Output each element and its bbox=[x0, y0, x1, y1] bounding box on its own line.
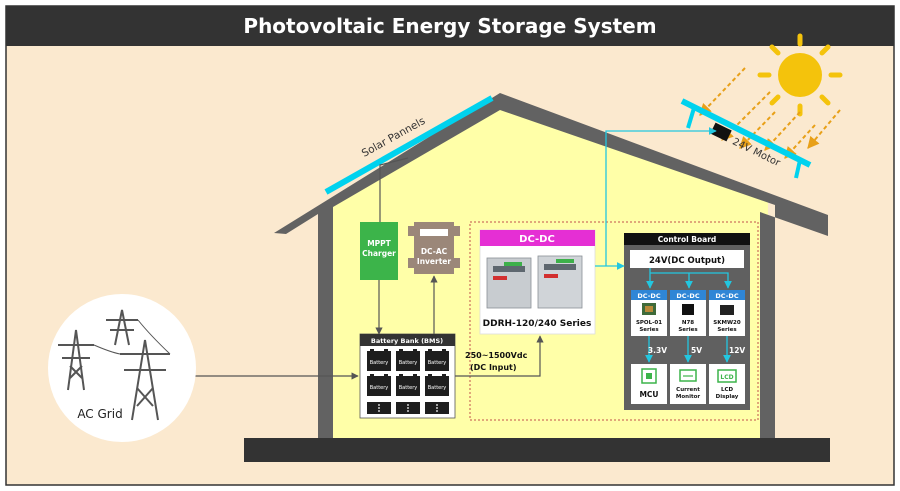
load-card bbox=[631, 364, 667, 404]
load-label: LCD bbox=[721, 387, 734, 393]
module-chip-icon bbox=[682, 304, 694, 315]
control-board-header bbox=[624, 233, 750, 245]
power-tower-icon bbox=[58, 309, 171, 421]
dcdc-modules: DC-DCSPOL-01Series3.3VMCUDC-DCN78Series5… bbox=[631, 290, 745, 404]
module-voltage-label: 3.3V bbox=[648, 346, 667, 355]
battery-cell-label: Battery bbox=[428, 385, 447, 391]
battery-cell: Battery bbox=[396, 374, 420, 396]
load-label: Current bbox=[676, 387, 700, 393]
battery-cell-label: Battery bbox=[399, 360, 418, 366]
title-bar bbox=[6, 6, 894, 46]
dc-system-boundary bbox=[469, 221, 759, 421]
page-title: Photovoltaic Energy Storage System bbox=[243, 14, 656, 38]
inverter-label-line2: Inverter bbox=[417, 257, 451, 266]
dcdc-product-image bbox=[486, 255, 583, 309]
control-board-label: Control Board bbox=[658, 235, 717, 244]
module-header bbox=[670, 290, 706, 300]
battery-cell-label: Battery bbox=[399, 385, 418, 391]
dc-input-label-line1: 250~1500Vdc bbox=[465, 351, 528, 360]
battery-cell-label: Battery bbox=[428, 360, 447, 366]
module-voltage-label: 12V bbox=[729, 346, 745, 355]
mcu-chip-icon bbox=[641, 368, 657, 384]
monitor-icon bbox=[679, 369, 697, 382]
battery-cell-label: Battery bbox=[370, 385, 389, 391]
solar-panel-right bbox=[680, 98, 812, 179]
module-header-label: DC-DC bbox=[637, 292, 660, 300]
dcdc-header-label: DC-DC bbox=[519, 234, 555, 245]
ground-base bbox=[244, 438, 830, 462]
module-name-label: N78 bbox=[682, 320, 694, 326]
wire-dcdc-output bbox=[595, 127, 732, 289]
battery-cell: Battery bbox=[396, 349, 420, 371]
module-voltage-label: 5V bbox=[691, 346, 702, 355]
solar-panel-left bbox=[324, 95, 494, 195]
dc-input-label-line2: (DC Input) bbox=[470, 363, 517, 372]
module-name-label: SKMW20 bbox=[713, 320, 741, 326]
module-name-label: Series bbox=[717, 327, 737, 333]
module-chip-icon bbox=[642, 303, 656, 315]
load-label: Display bbox=[716, 394, 739, 400]
battery-cell: Battery bbox=[425, 374, 449, 396]
module-header bbox=[631, 290, 667, 300]
dc-ac-inverter bbox=[408, 222, 460, 274]
battery-more-indicator bbox=[367, 402, 391, 414]
module-header-label: DC-DC bbox=[676, 292, 699, 300]
ac-grid-label: AC Grid bbox=[77, 407, 122, 421]
battery-bank-label: Battery Bank (BMS) bbox=[371, 337, 443, 345]
battery-cell: Battery bbox=[425, 349, 449, 371]
house-roof bbox=[274, 93, 828, 440]
load-label: MCU bbox=[639, 390, 658, 399]
module-name-label: SPOL-01 bbox=[636, 320, 662, 326]
module-header-label: DC-DC bbox=[715, 292, 738, 300]
battery-cell: Battery bbox=[367, 374, 391, 396]
dcdc-header bbox=[480, 230, 595, 246]
dc-output-label: 24V(DC Output) bbox=[649, 256, 725, 266]
module-header bbox=[709, 290, 745, 300]
inverter-label-line1: DC-AC bbox=[421, 247, 448, 256]
mppt-charger bbox=[360, 222, 398, 280]
dc-output-box bbox=[630, 250, 744, 268]
lcd-display-icon: LCD bbox=[717, 369, 737, 383]
module-name-label: Series bbox=[639, 327, 659, 333]
ac-grid-circle bbox=[48, 294, 196, 442]
wire-panel-to-mppt bbox=[379, 157, 409, 222]
load-label: Monitor bbox=[676, 394, 700, 400]
mppt-label-line1: MPPT bbox=[367, 239, 391, 248]
mppt-label-line2: Charger bbox=[362, 249, 396, 258]
battery-more-indicator bbox=[425, 402, 449, 414]
lcd-icon-glyph: LCD bbox=[720, 374, 733, 381]
wire-battery-to-dcdc bbox=[455, 335, 544, 377]
module-name-label: Series bbox=[678, 327, 698, 333]
battery-cell: Battery bbox=[367, 349, 391, 371]
dcdc-series-label: DDRH-120/240 Series bbox=[483, 319, 592, 329]
module-chip-icon bbox=[720, 305, 734, 315]
battery-cell-label: Battery bbox=[370, 360, 389, 366]
battery-more-indicator bbox=[396, 402, 420, 414]
